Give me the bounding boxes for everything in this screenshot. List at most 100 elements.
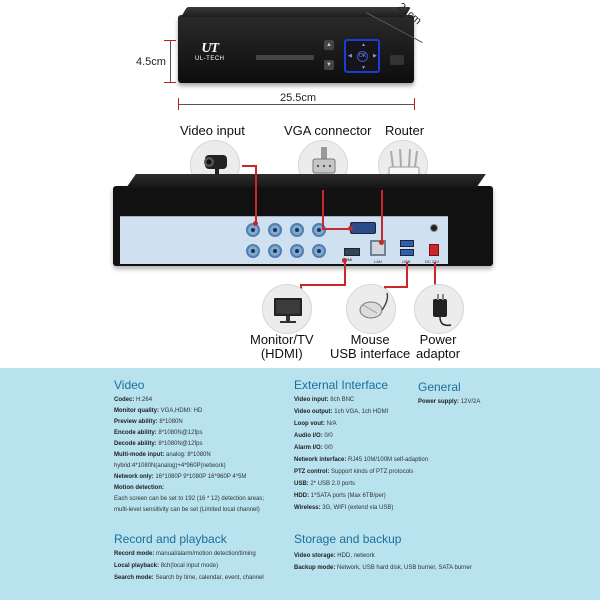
- dpad-control: ▲ ▼ ◀ ▶ OK: [344, 39, 380, 73]
- dpad-left-icon: ◀: [348, 53, 352, 59]
- spec-value: Each screen can be set to 192 (16 * 12) …: [114, 496, 265, 502]
- spec-value: Support kinds of PTZ protocols: [331, 469, 414, 475]
- wire-video: [242, 165, 256, 167]
- wire-router-drop: [381, 190, 383, 242]
- wire-hdmi-dot: [342, 258, 347, 263]
- bnc-port: [312, 244, 326, 258]
- hdmi-port: [344, 248, 360, 256]
- width-dimension-line: [178, 104, 414, 105]
- spec-value: 2* USB 2.0 ports: [310, 481, 356, 487]
- spec-value: VGA,HDMI: HD: [160, 408, 203, 414]
- hdmi-port-label: HDMI: [342, 257, 353, 262]
- spec-key: Video input:: [294, 397, 329, 403]
- record-section-title: Record and playback: [114, 532, 227, 546]
- spec-value: 0/0: [324, 445, 333, 451]
- spec-value: RJ45 10M/100M self-adaption: [348, 457, 429, 463]
- hdd-slot: [256, 55, 314, 60]
- height-tick-bottom: [164, 82, 176, 83]
- usb-port: [400, 240, 414, 247]
- spec-value: HDD, network: [337, 553, 375, 559]
- spec-key: Alarm I/O:: [294, 445, 323, 451]
- spec-value: 8*1080N@12fps: [158, 441, 203, 447]
- bnc-port: [290, 244, 304, 258]
- front-button-top-icon: ▲: [324, 40, 334, 50]
- bnc-port: [290, 223, 304, 237]
- interface-section-title: External Interface: [294, 378, 389, 392]
- spec-key: HDD:: [294, 493, 309, 499]
- spec-key: Video storage:: [294, 553, 336, 559]
- width-tick-right: [414, 98, 415, 110]
- spec-value: 8*1080N: [159, 419, 183, 425]
- general-spec-list: Power supply: 12V/2A: [418, 398, 480, 407]
- spec-key: Video output:: [294, 409, 333, 415]
- usb-port: [400, 249, 414, 256]
- video-input-label: Video input: [180, 123, 245, 138]
- spec-value: 1*SATA ports (Max 6TB/per): [310, 493, 386, 499]
- vga-port: [350, 222, 376, 234]
- spec-key: PTZ control:: [294, 469, 330, 475]
- height-tick-top: [164, 40, 176, 41]
- height-dimension-line: [170, 40, 171, 82]
- dc-power-port: [429, 244, 439, 256]
- specifications-panel: Video Codec: H.264 Monitor quality: VGA,…: [0, 368, 600, 600]
- wire-hdmi: [300, 284, 346, 286]
- dvr-front-unit: UT UL-TECH ▲ ▼ ▲ ▼ ◀ ▶ OK: [178, 7, 414, 83]
- spec-value: manual/alarm/motion detection/timing: [156, 551, 256, 557]
- wire-usb-drop: [406, 262, 408, 288]
- wire-video-end: [253, 221, 258, 226]
- router-label: Router: [385, 123, 425, 138]
- spec-value: 8ch(local input mode): [160, 563, 219, 569]
- spec-key: Record mode:: [114, 551, 155, 557]
- power-adaptor-label: Power adaptor: [416, 332, 461, 361]
- spec-key: Motion detection:: [114, 485, 164, 491]
- ground-screw-icon: [430, 224, 438, 232]
- dc-port-label: DC 12V: [425, 259, 440, 264]
- wire-hdmi-drop: [344, 260, 346, 284]
- storage-section-title: Storage and backup: [294, 532, 402, 546]
- spec-key: Loop vout:: [294, 421, 325, 427]
- spec-key: Decode ability:: [114, 441, 157, 447]
- spec-key: Backup mode:: [294, 565, 336, 571]
- wire-vga-end: [348, 226, 353, 231]
- general-section-title: General: [418, 380, 461, 394]
- spec-key: USB:: [294, 481, 309, 487]
- width-label: 25.5cm: [280, 92, 317, 104]
- spec-value: Network, USB hard disk, USB burner, SATA…: [337, 565, 472, 571]
- spec-value: analog: 8*1080N: [166, 452, 211, 458]
- dpad-right-icon: ▶: [373, 53, 377, 59]
- spec-value: 12V/2A: [460, 399, 481, 405]
- spec-key: Codec:: [114, 397, 135, 403]
- brand-logo: UT UL-TECH: [195, 41, 225, 63]
- power-adaptor-icon: [414, 284, 464, 334]
- spec-value: 8*1080N@12fps: [158, 430, 203, 436]
- spec-value: 0/0: [324, 433, 333, 439]
- brand-logo-mark: UT: [201, 41, 219, 56]
- spec-value: H.264: [136, 397, 153, 403]
- spec-value: 1ch VGA, 1ch HDMI: [334, 409, 389, 415]
- spec-key: Preview ability:: [114, 419, 158, 425]
- lan-port-label: LAN: [374, 259, 382, 264]
- spec-value: 3G, WIFI (extend via USB): [322, 505, 394, 511]
- spec-key: Encode ability:: [114, 430, 157, 436]
- spec-key: Local playback:: [114, 563, 160, 569]
- spec-key: Audio I/O:: [294, 433, 323, 439]
- bnc-port: [246, 244, 260, 258]
- spec-key: Search mode:: [114, 575, 154, 581]
- wire-vga-drop: [322, 190, 324, 230]
- spec-key: Multi-mode input:: [114, 452, 165, 458]
- wire-usb: [384, 286, 408, 288]
- mouse-icon: [346, 284, 396, 334]
- wire-vga: [322, 228, 352, 230]
- spec-value: 8ch BNC: [330, 397, 355, 403]
- monitor-icon: [262, 284, 312, 334]
- spec-value: hybrid:4*1080N(analog)+4*960P(network): [114, 463, 226, 469]
- rear-panel: [120, 216, 448, 264]
- video-section-title: Video: [114, 378, 145, 392]
- front-button-bottom-icon: ▼: [324, 60, 334, 70]
- spec-key: Power supply:: [418, 399, 460, 405]
- dvr-rear-top-plate: [126, 174, 486, 188]
- bnc-port: [268, 244, 282, 258]
- monitor-label: Monitor/TV (HDMI): [250, 332, 314, 361]
- spec-key: Wireless:: [294, 505, 321, 511]
- vga-connector-label: VGA connector: [284, 123, 372, 138]
